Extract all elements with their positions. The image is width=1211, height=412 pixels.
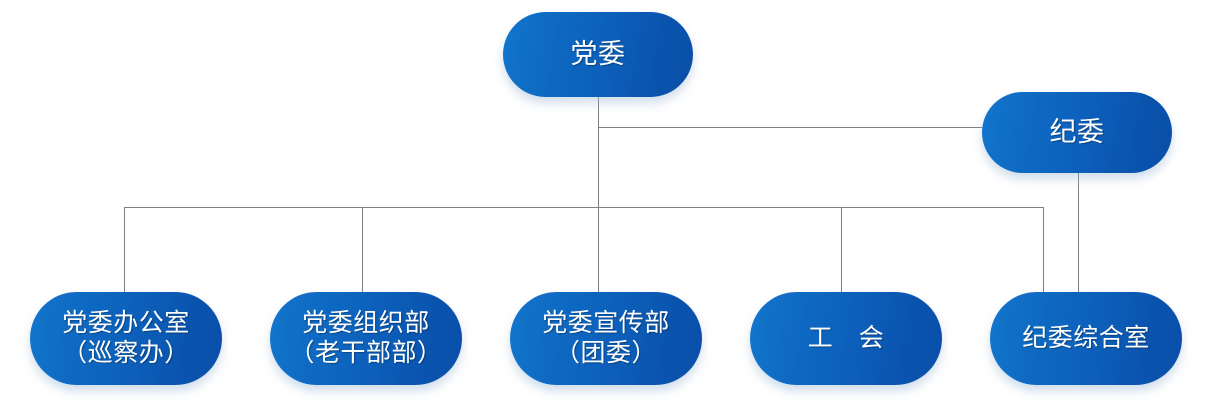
node-party-committee-label: 党委 — [570, 38, 626, 69]
node-party-committee-organization-department-label: 党委组织部 （老干部部） — [289, 310, 443, 367]
node-discipline-commission-general-office[interactable]: 纪委综合室 — [990, 292, 1182, 385]
node-party-committee-office[interactable]: 党委办公室 （巡察办） — [30, 292, 222, 385]
node-party-committee[interactable]: 党委 — [503, 12, 693, 97]
node-discipline-commission[interactable]: 纪委 — [982, 92, 1172, 173]
node-labor-union-label: 工 会 — [807, 324, 885, 352]
node-party-committee-office-label: 党委办公室 （巡察办） — [62, 310, 190, 367]
node-discipline-commission-general-office-label: 纪委综合室 — [1022, 324, 1150, 352]
node-party-committee-propaganda-department-label: 党委宣传部 （团委） — [542, 310, 670, 367]
node-party-committee-propaganda-department[interactable]: 党委宣传部 （团委） — [510, 292, 702, 385]
node-labor-union[interactable]: 工 会 — [750, 292, 942, 385]
node-discipline-commission-label: 纪委 — [1049, 116, 1105, 147]
node-party-committee-organization-department[interactable]: 党委组织部 （老干部部） — [270, 292, 462, 385]
